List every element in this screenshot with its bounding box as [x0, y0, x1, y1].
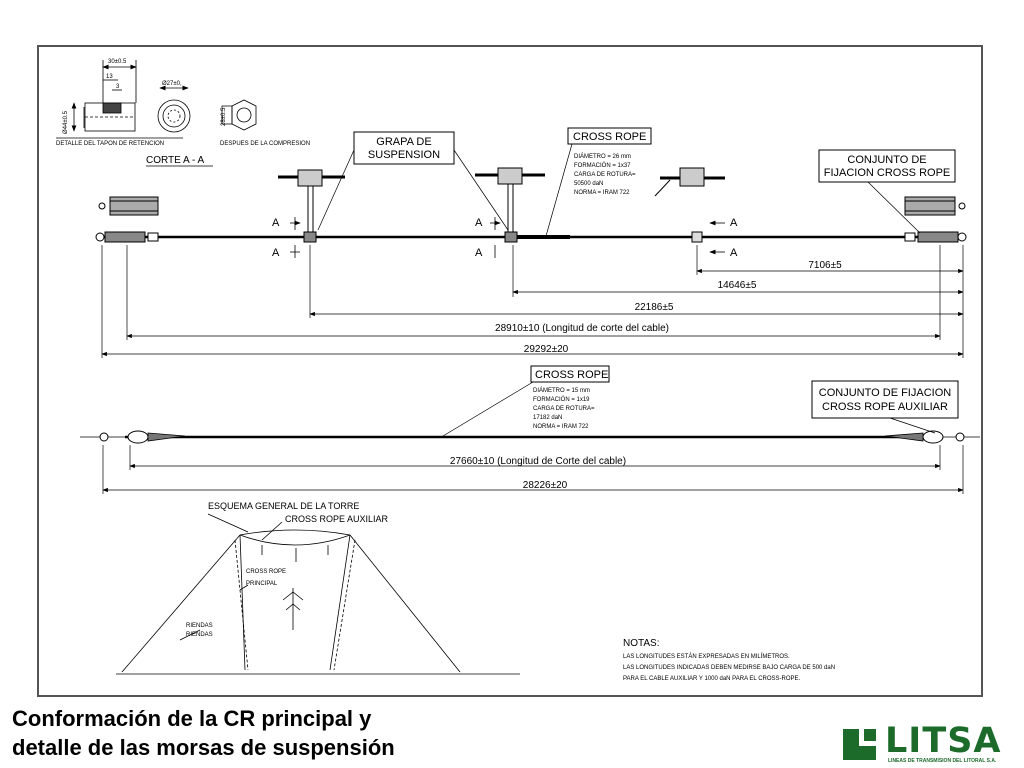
- dim-27: Ø27±0,: [162, 81, 182, 87]
- spec-main-2: FORMACIÓN = 1x37: [574, 162, 631, 169]
- right-end-fitting: [904, 196, 967, 243]
- dim-28910: 28910±10 (Longitud de corte del cable): [495, 323, 669, 334]
- dim-14646: 14646±5: [718, 280, 757, 291]
- dim-3: 3: [116, 84, 120, 90]
- callout-cross-rope-label: CROSS ROPE: [573, 131, 646, 143]
- ring-detail: [157, 85, 191, 133]
- dim-29292: 29292±20: [524, 344, 569, 355]
- callout-grapa-line1: GRAPA DE: [376, 136, 431, 148]
- spec-aux-4: 17182 daN: [533, 415, 562, 421]
- retention-plug-detail: [56, 60, 183, 139]
- spec-main-5: NORMA = IRAM 722: [574, 190, 630, 196]
- section-marks: [290, 217, 725, 258]
- notes-line-3: PARA EL CABLE AUXILIAR Y 1000 daN PARA E…: [623, 676, 801, 682]
- notes-line-2: LAS LONGITUDES INDICADAS DEBEN MEDIRSE B…: [623, 665, 835, 671]
- suspension-clamp-3: [654, 167, 725, 197]
- tower-schematic: [116, 513, 520, 675]
- slide-title-line1: Conformación de la CR principal y: [12, 706, 372, 731]
- dim-27660: 27660±10 (Longitud de Corte del cable): [450, 456, 626, 467]
- upper-dimension-lines: [101, 245, 964, 358]
- section-mark-a1: A: [272, 217, 280, 229]
- callout-conjunto: [818, 149, 956, 234]
- hexagon-detail: [221, 99, 257, 131]
- spec-main-1: DIÁMETRO = 26 mm: [574, 153, 631, 160]
- slide-title-line2: detalle de las morsas de suspensión: [12, 735, 395, 760]
- dim-44: Ø44±0.5: [63, 110, 69, 134]
- lower-dimension-lines: [102, 445, 964, 494]
- section-mark-a6: A: [730, 247, 738, 259]
- section-mark-a2: A: [272, 247, 280, 259]
- tower-title: ESQUEMA GENERAL DE LA TORRE: [208, 501, 359, 511]
- litsa-logo: LITSA LINEAS DE TRANSMISION DEL LITORAL …: [840, 721, 1020, 768]
- section-mark-a5: A: [730, 217, 738, 229]
- section-mark-a4: A: [475, 247, 483, 259]
- section-mark-a3: A: [475, 217, 483, 229]
- callout-conjunto-aux-line1: CONJUNTO DE FIJACION: [819, 387, 951, 399]
- tower-riendas: RIENDAS: [186, 632, 213, 638]
- dim-28: 28±0.5: [221, 107, 227, 126]
- notes-line-1: LAS LONGITUDES ESTÁN EXPRESADAS EN MILÍM…: [623, 653, 790, 660]
- dim-28226: 28226±20: [523, 480, 568, 491]
- left-end-fitting: [95, 196, 159, 243]
- dim-7106: 7106±5: [808, 260, 842, 271]
- spec-aux-3: CARGA DE ROTURA=: [533, 406, 595, 412]
- suspension-clamp-1: [278, 169, 345, 243]
- spec-main-4: 50500 daN: [574, 181, 603, 187]
- logo-name: LITSA: [885, 721, 1002, 761]
- callout-grapa-line2: SUSPENSION: [368, 149, 440, 161]
- caption-compression: DESPUES DE LA COMPRESION: [220, 141, 310, 147]
- caption-retention: DETALLE DEL TAPON DE RETENCION: [56, 141, 164, 147]
- spec-main-3: CARGA DE ROTURA=: [574, 172, 636, 178]
- slide-title: Conformación de la CR principal y detall…: [12, 704, 572, 762]
- spec-aux-2: FORMACIÓN = 1x19: [533, 396, 590, 403]
- logo-subtitle: LINEAS DE TRANSMISION DEL LITORAL S.A.: [888, 758, 997, 764]
- tower-riendas-small: RIENDAS: [186, 623, 213, 629]
- callout-conjunto-line1: CONJUNTO DE: [847, 154, 926, 166]
- aux-cable: [80, 430, 980, 444]
- section-label: CORTE A - A: [146, 155, 204, 166]
- logo-mark-icon: [843, 729, 876, 760]
- spec-aux-5: NORMA = IRAM 722: [533, 424, 589, 430]
- dim-30: 30±0.5: [108, 59, 127, 65]
- dim-13: 13: [106, 74, 113, 80]
- callout-conjunto-aux: [811, 380, 959, 434]
- tower-cross-rope-aux: CROSS ROPE AUXILIAR: [285, 514, 389, 524]
- suspension-clamp-2: [475, 167, 545, 243]
- tower-cross-rope-1: CROSS ROPE: [246, 569, 286, 575]
- notes-title: NOTAS:: [623, 638, 659, 649]
- spec-aux-1: DIÁMETRO = 15 mm: [533, 387, 590, 394]
- callout-grapa: [317, 131, 509, 231]
- callout-conjunto-line2: FIJACION CROSS ROPE: [824, 167, 951, 179]
- callout-cross-rope-aux-label: CROSS ROPE: [535, 369, 608, 381]
- tower-cross-rope-2: PRINCIPAL: [246, 581, 278, 587]
- callout-cross-rope: [545, 127, 652, 237]
- dim-22186: 22186±5: [635, 302, 674, 313]
- midspan-sleeve: [691, 231, 703, 243]
- callout-conjunto-aux-line2: CROSS ROPE AUXILIAR: [822, 401, 948, 413]
- callout-cross-rope-aux: [442, 365, 610, 437]
